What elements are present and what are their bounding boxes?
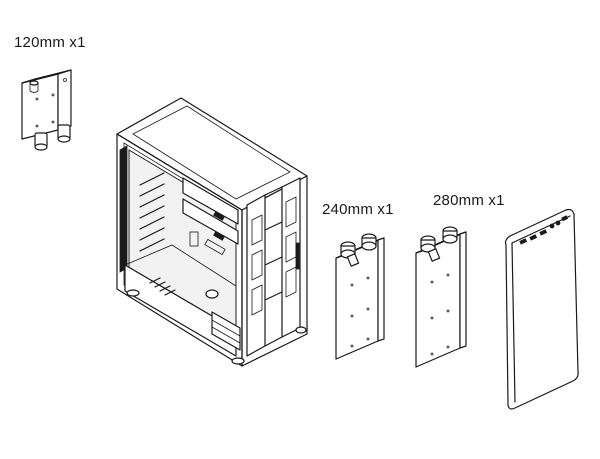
radiator-280mm-illustration [415, 226, 467, 368]
psu-vents [149, 277, 176, 296]
side-panel-illustration [504, 208, 579, 410]
radiator-120mm-illustration [21, 69, 72, 151]
expansion-slots [139, 172, 165, 252]
label-120mm-radiator: 120mm x1 [14, 34, 86, 51]
pc-case-illustration [116, 97, 308, 367]
radiator-240mm-illustration [335, 233, 385, 360]
case-feet [126, 289, 307, 365]
front-io-ports [519, 215, 569, 245]
front-fan-mounts [251, 196, 297, 316]
label-280mm-radiator: 280mm x1 [433, 192, 505, 209]
label-240mm-radiator: 240mm x1 [322, 201, 394, 218]
